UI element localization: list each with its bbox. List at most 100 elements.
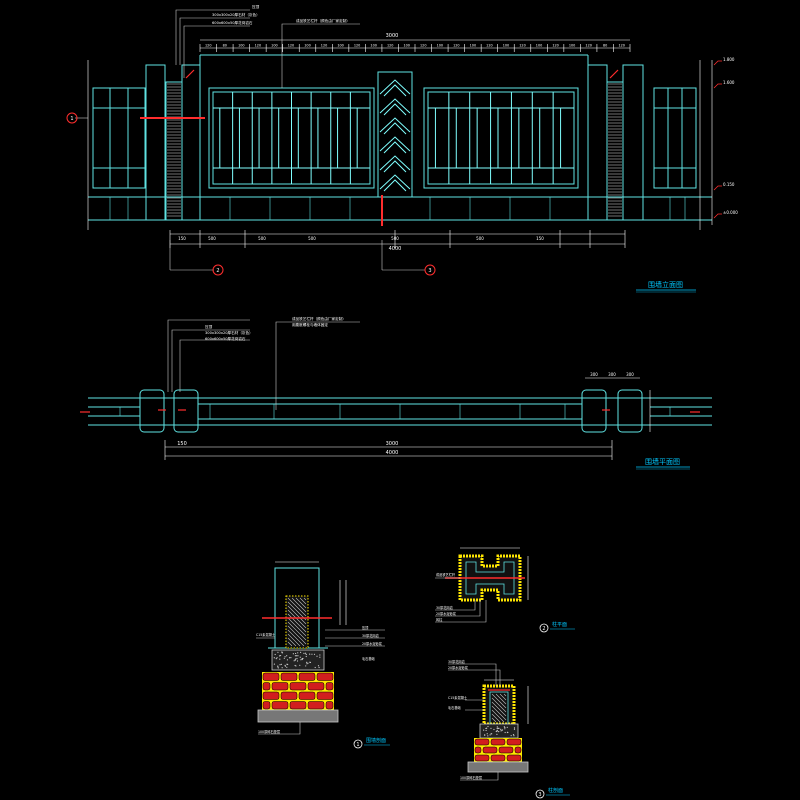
top-dim-label: 120 bbox=[205, 44, 211, 48]
detail1-label: 100厚碎石垫层 bbox=[258, 729, 280, 734]
segment-dim-label: 500 bbox=[476, 236, 484, 241]
top-dim-label: 100 bbox=[536, 44, 542, 48]
plan-overall-dim: 3000 bbox=[386, 441, 399, 447]
top-dim-label: 120 bbox=[486, 44, 492, 48]
top-dimension-labels: 120 80 100 120 100 120 100 120 100 120 100 120 100 12… bbox=[205, 44, 625, 48]
plan-section-cuts bbox=[80, 409, 700, 413]
plan-title-block: 围墙平面图 bbox=[636, 457, 690, 470]
plan-annotations: 压顶300x300x20厚石材（灰色）600x600x50厚花岗岩石成品铁艺栏杆… bbox=[205, 316, 346, 341]
svg-text:2: 2 bbox=[216, 268, 219, 274]
top-dimension-ticks bbox=[199, 44, 631, 52]
level-label: ±0.000 bbox=[723, 210, 738, 215]
elevation-title: 围墙立面图 bbox=[648, 280, 683, 289]
detail3-label: 20厚水泥砂浆 bbox=[448, 665, 469, 670]
top-dim-label: 80 bbox=[223, 44, 227, 48]
detail3-label: 30厚花岗岩 bbox=[448, 659, 466, 664]
elevation-overall-dim: 3000 bbox=[386, 33, 399, 39]
callout-marker-1: 1 bbox=[66, 112, 78, 124]
level-marker bbox=[713, 213, 722, 219]
detail3-concrete-dots bbox=[483, 725, 516, 737]
top-dim-label: 120 bbox=[519, 44, 525, 48]
detail1-label: 20厚水泥砂浆 bbox=[362, 641, 383, 646]
detail3-label: 毛石基础 bbox=[448, 705, 461, 710]
detail1-gravel-bed bbox=[257, 709, 339, 723]
top-dim-label: 100 bbox=[437, 44, 443, 48]
plan-annotation: 300x300x20厚石材（灰色） bbox=[205, 330, 253, 335]
top-dim-label: 100 bbox=[470, 44, 476, 48]
segment-dim-label: 500 bbox=[208, 236, 216, 241]
plan-dimensions bbox=[164, 377, 651, 460]
top-dim-label: 100 bbox=[503, 44, 509, 48]
detail3-title: 柱剖面 bbox=[548, 787, 563, 794]
segment-dim-label: 500 bbox=[258, 236, 266, 241]
elevation-leaders bbox=[75, 9, 425, 271]
top-dim-label: 120 bbox=[585, 44, 591, 48]
top-dim-label: 120 bbox=[255, 44, 261, 48]
segment-dim-label: 150 bbox=[536, 236, 544, 241]
center-chevron-ornament bbox=[379, 79, 411, 192]
segment-dim-label: 500 bbox=[308, 236, 316, 241]
detail1-rubble-foundation bbox=[262, 672, 334, 710]
plan-annotation: 用膨胀螺栓与墙体固定 bbox=[292, 322, 328, 327]
pillar-hatch bbox=[167, 83, 622, 217]
segment-dim-label: 150 bbox=[178, 236, 186, 241]
plan-right-dim: 300 bbox=[590, 372, 598, 377]
detail3-label: 100厚碎石垫层 bbox=[460, 775, 482, 780]
detail1-leaders bbox=[256, 629, 385, 735]
top-dim-label: 120 bbox=[453, 44, 459, 48]
plan-side-dim: 150 bbox=[177, 441, 187, 447]
detail2-label: 30厚花岗岩 bbox=[436, 605, 454, 610]
level-marker bbox=[713, 60, 722, 66]
top-dim-label: 80 bbox=[603, 44, 607, 48]
detail2-label: 成品铁艺栏杆 bbox=[436, 572, 456, 577]
svg-text:3: 3 bbox=[428, 268, 431, 274]
top-dim-label: 100 bbox=[370, 44, 376, 48]
detail3-rubble-foundation bbox=[474, 738, 522, 762]
detail3-hatch bbox=[491, 693, 507, 723]
top-dim-label: 120 bbox=[420, 44, 426, 48]
plan-panel-joints bbox=[119, 404, 671, 419]
detail1-dimensions bbox=[275, 561, 347, 625]
top-dim-label: 100 bbox=[238, 44, 244, 48]
base-tile-joints bbox=[109, 197, 686, 220]
detail2-title: 柱平面 bbox=[552, 621, 567, 628]
detail3-concrete bbox=[479, 723, 519, 739]
plan-annotation: 压顶 bbox=[205, 324, 213, 329]
detail3-title-block: 3 柱剖面 bbox=[535, 787, 570, 799]
callout-marker-3: 3 bbox=[424, 264, 436, 276]
plan-leaders bbox=[167, 319, 360, 410]
detail1-title: 围墙剖面 bbox=[366, 737, 386, 744]
plan-right-dim: 300 bbox=[608, 372, 616, 377]
plan-right-dimension-labels: 300 300 300 bbox=[590, 372, 634, 377]
detail3-gravel-bed bbox=[467, 761, 529, 773]
plan-right-dim: 300 bbox=[626, 372, 634, 377]
detail1-title-block: 1 围墙剖面 bbox=[353, 737, 390, 749]
detail1-core bbox=[285, 595, 309, 649]
top-dim-label: 120 bbox=[354, 44, 360, 48]
elevation-title-block: 围墙立面图 bbox=[636, 280, 696, 293]
level-marker bbox=[713, 185, 722, 191]
top-dim-label: 100 bbox=[337, 44, 343, 48]
level-label: 1.600 bbox=[723, 80, 735, 85]
top-dim-label: 120 bbox=[387, 44, 393, 48]
detail1-label: 毛石基础 bbox=[362, 656, 375, 661]
top-callout-marks bbox=[185, 69, 619, 79]
level-label: 0.150 bbox=[723, 182, 735, 187]
level-marker bbox=[713, 83, 722, 89]
level-label: 1.800 bbox=[723, 57, 735, 62]
top-dim-label: 120 bbox=[288, 44, 294, 48]
detail2-core bbox=[465, 561, 515, 595]
plan-annotation: 600x600x50厚花岗岩石 bbox=[205, 336, 246, 341]
plan-outline bbox=[88, 389, 712, 433]
detail2-leaders bbox=[435, 577, 487, 623]
detail1-marker: 1 bbox=[356, 742, 359, 748]
top-dim-label: 120 bbox=[552, 44, 558, 48]
detail2-label: 20厚水泥砂浆 bbox=[436, 611, 457, 616]
